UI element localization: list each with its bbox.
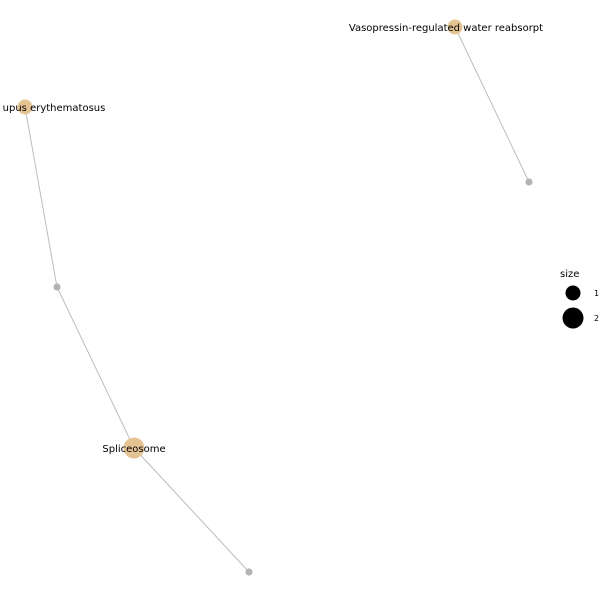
edge-gene-b-spliceosome [56, 286, 135, 449]
category-node-lupus [17, 99, 33, 115]
gene-node-gene-c [245, 568, 253, 576]
node-label-vasopressin: Vasopressin-regulated water reabsorpt [349, 23, 543, 34]
legend-label-size-1: 1 [594, 289, 599, 298]
legend-title: size [560, 269, 579, 280]
labels-layer: Vasopressin-regulated water reabsorpt upu… [3, 23, 544, 455]
node-label-lupus: upus erythematosus [3, 103, 106, 114]
edge-lupus-gene-b [24, 106, 58, 288]
legend-dot-size-1 [565, 285, 581, 301]
nodes-layer [17, 19, 533, 576]
legend-label-size-2: 2 [594, 314, 599, 323]
gene-node-gene-b [53, 283, 61, 291]
edge-vasopressin-gene-a [454, 26, 530, 183]
category-node-vasopressin [447, 19, 463, 35]
node-label-spliceosome: Spliceosome [102, 444, 165, 455]
size-legend: size 1 2 [560, 269, 599, 329]
legend-dot-size-2 [562, 307, 584, 329]
edges-layer [24, 26, 530, 573]
category-node-spliceosome [123, 437, 145, 459]
edge-spliceosome-gene-c [133, 447, 250, 573]
gene-node-gene-a [525, 178, 533, 186]
